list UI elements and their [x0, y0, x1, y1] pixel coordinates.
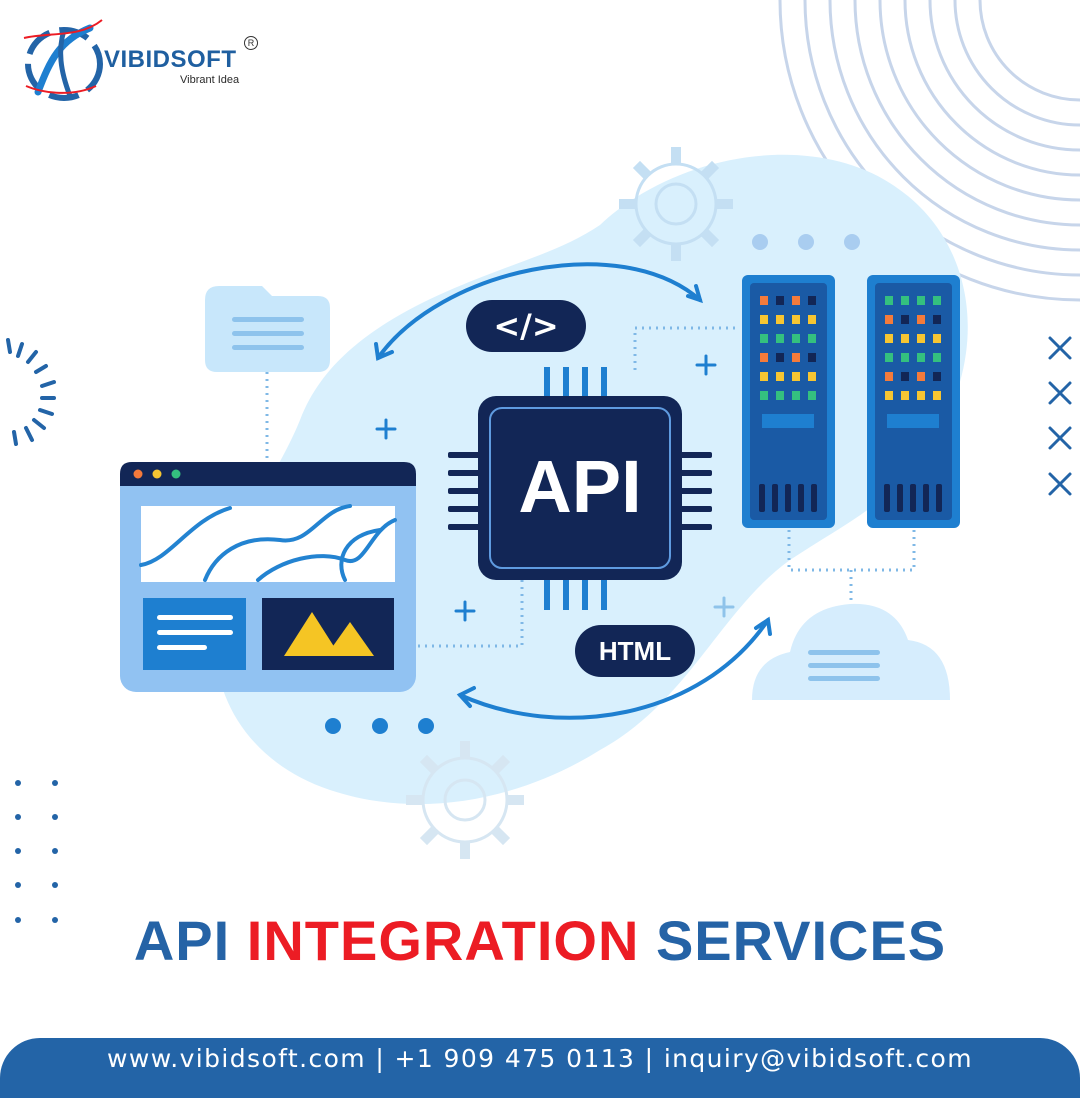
logo-swoosh-icon — [23, 19, 103, 101]
server-led — [760, 315, 768, 324]
server-led — [917, 296, 925, 305]
ellipsis-dots-decoration — [752, 234, 860, 250]
api-chip-pins — [544, 367, 607, 610]
gear-icon — [406, 741, 524, 859]
server-led — [933, 353, 941, 362]
server-led — [760, 334, 768, 343]
dot-grid-decoration — [15, 780, 58, 923]
ellipsis-dots-decoration — [325, 718, 434, 734]
server-led — [885, 372, 893, 381]
server-led — [760, 391, 768, 400]
server-led — [885, 391, 893, 400]
server-led — [917, 391, 925, 400]
server-led — [776, 372, 784, 381]
server-led — [885, 315, 893, 324]
server-led — [808, 315, 816, 324]
page-title: API INTEGRATION SERVICES — [0, 908, 1080, 973]
footer-contact: www.vibidsoft.com | +1 909 475 0113 | in… — [107, 1044, 973, 1073]
gear-icon — [619, 147, 733, 261]
html-badge — [575, 625, 695, 677]
dashed-arc-decoration — [6, 338, 56, 446]
server-led — [885, 353, 893, 362]
server-rack-icon — [867, 275, 960, 528]
server-led — [917, 315, 925, 324]
folder-icon — [205, 286, 330, 372]
server-led — [901, 296, 909, 305]
server-led — [933, 296, 941, 305]
code-badge-label: </> — [493, 307, 559, 345]
server-led — [760, 353, 768, 362]
server-led — [760, 372, 768, 381]
headline-services: SERVICES — [655, 909, 947, 972]
server-led — [885, 334, 893, 343]
plus-decoration — [713, 596, 735, 618]
connector-lines — [265, 326, 916, 648]
server-led — [792, 334, 800, 343]
server-led — [776, 315, 784, 324]
server-led — [808, 296, 816, 305]
server-led — [792, 315, 800, 324]
plus-decoration — [375, 354, 717, 622]
registered-mark: R — [244, 36, 258, 50]
server-led — [933, 372, 941, 381]
cloud-icon — [752, 603, 950, 700]
html-badge-label: HTML — [598, 636, 672, 666]
browser-window-icon — [120, 462, 416, 692]
server-led — [776, 296, 784, 305]
server-led — [792, 372, 800, 381]
server-led — [792, 353, 800, 362]
server-led — [776, 353, 784, 362]
server-led — [901, 391, 909, 400]
server-led — [792, 296, 800, 305]
server-led — [917, 353, 925, 362]
server-led — [933, 334, 941, 343]
server-led — [885, 296, 893, 305]
server-led — [917, 334, 925, 343]
api-chip-pins-side — [448, 452, 712, 530]
headline-api: API — [133, 909, 231, 972]
server-led — [901, 334, 909, 343]
server-led — [776, 334, 784, 343]
mountain-image-icon — [284, 612, 374, 656]
server-led — [901, 353, 909, 362]
code-badge — [466, 300, 586, 352]
server-led — [808, 353, 816, 362]
close-x-icon — [1048, 336, 1072, 496]
server-led — [901, 372, 909, 381]
server-led — [933, 391, 941, 400]
server-led — [808, 372, 816, 381]
server-led — [901, 315, 909, 324]
server-led — [808, 391, 816, 400]
server-led — [917, 372, 925, 381]
server-led — [933, 315, 941, 324]
server-rack-icon — [742, 275, 835, 528]
api-chip-label: API — [518, 445, 642, 528]
api-chip — [478, 396, 682, 580]
brand-name: VIBIDSOFT — [104, 46, 237, 73]
server-led — [792, 391, 800, 400]
sync-arrows — [374, 262, 772, 720]
server-led — [808, 334, 816, 343]
brand-tagline: Vibrant Idea — [180, 74, 240, 86]
headline-integration: INTEGRATION — [246, 909, 640, 972]
server-led — [760, 296, 768, 305]
server-led — [776, 391, 784, 400]
